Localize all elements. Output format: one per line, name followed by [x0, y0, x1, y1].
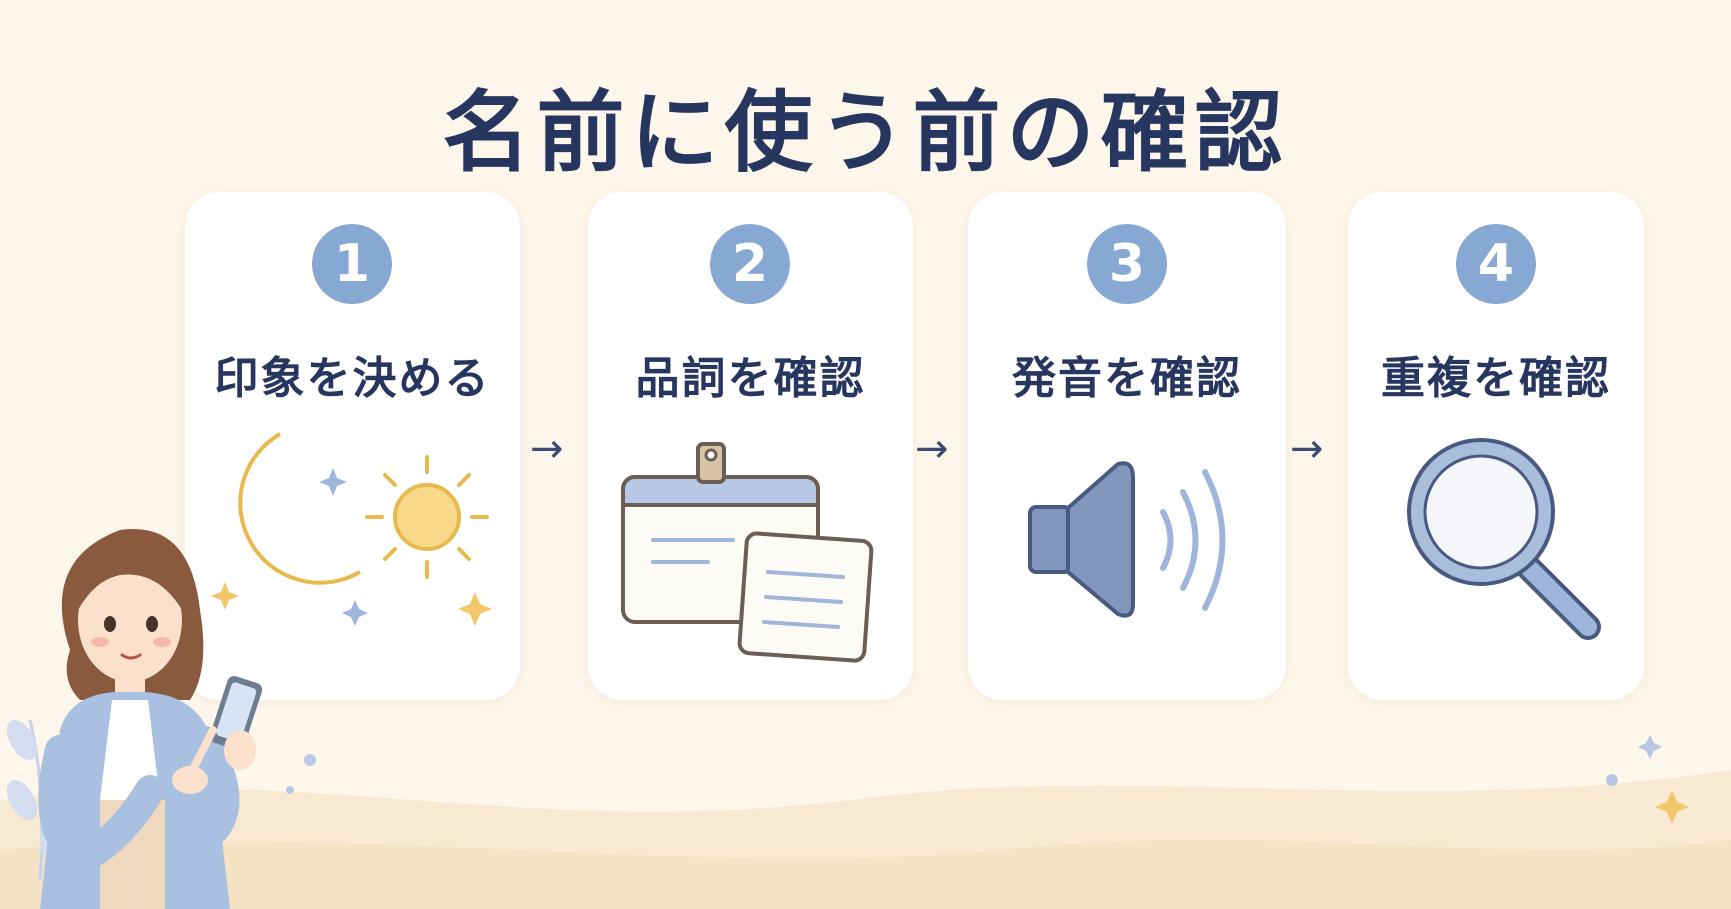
- moon-sun-icon: [211, 432, 492, 626]
- speaker-icon: [1028, 461, 1226, 618]
- step-number-badge: 3: [1087, 224, 1167, 304]
- arrow-right-icon: →: [530, 426, 564, 472]
- step-card-2: 2 品詞を確認: [588, 192, 913, 700]
- step-card-3: 3 発音を確認: [968, 192, 1286, 700]
- step-label: 品詞を確認: [635, 353, 866, 404]
- step-number-badge: 2: [710, 224, 790, 304]
- page-title: 名前に使う前の確認: [442, 81, 1289, 184]
- magnifier-icon: [1407, 438, 1601, 640]
- arrow-right-icon: →: [1290, 426, 1324, 472]
- step-label: 印象を決める: [214, 353, 491, 404]
- arrow-right-icon: →: [915, 426, 949, 472]
- step-number-badge: 4: [1456, 224, 1536, 304]
- step-label: 重複を確認: [1381, 353, 1611, 404]
- step-number-badge: 1: [312, 224, 392, 304]
- step-card-4: 4 重複を確認: [1348, 192, 1644, 700]
- step-label: 発音を確認: [1012, 353, 1242, 404]
- woman-with-phone-illustration: [38, 529, 263, 909]
- name-tag-cards-icon: [621, 442, 874, 663]
- step-card-1: 1 印象を決める: [185, 192, 520, 700]
